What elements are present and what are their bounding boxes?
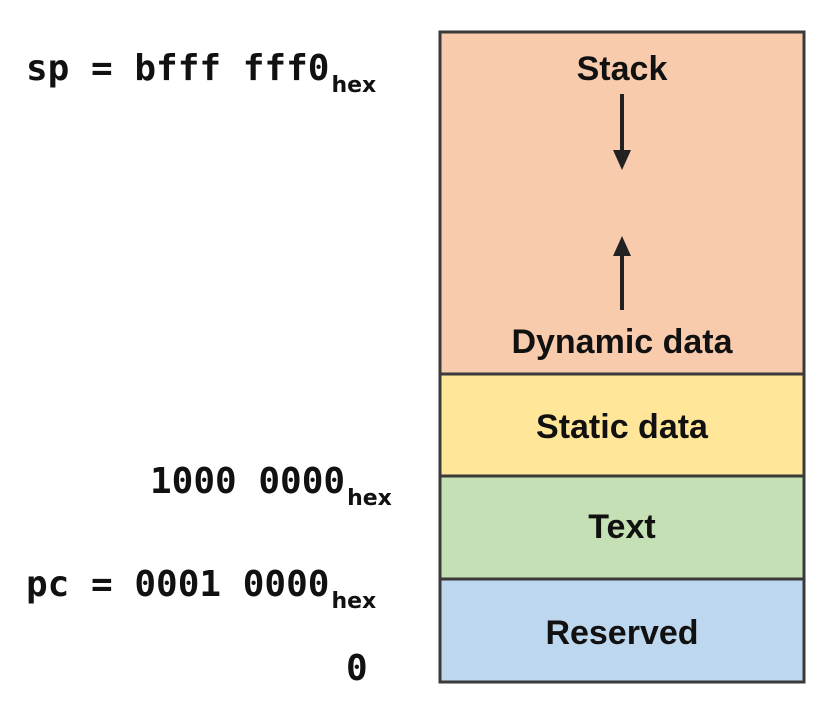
- reserved-label: Reserved: [545, 614, 698, 652]
- sp-address-label: sp = bfff fff0hex: [26, 48, 376, 98]
- zero-address-label: 0: [346, 648, 368, 689]
- stack-growth-down-arrow: [613, 94, 631, 170]
- stack-dynamic-segment: [438, 30, 806, 376]
- text-label: Text: [588, 508, 655, 546]
- static-data-label: Static data: [536, 408, 709, 446]
- stack-label: Stack: [577, 50, 668, 88]
- heap-base-address-label: 1000 0000hex: [150, 461, 392, 511]
- pc-address-label: pc = 0001 0000hex: [26, 564, 376, 614]
- static-data-segment: [438, 372, 806, 478]
- heap-growth-up-arrow: [613, 236, 631, 310]
- dynamic-data-label: Dynamic data: [511, 323, 733, 361]
- reserved-segment: [438, 577, 806, 684]
- text-segment: [438, 474, 806, 581]
